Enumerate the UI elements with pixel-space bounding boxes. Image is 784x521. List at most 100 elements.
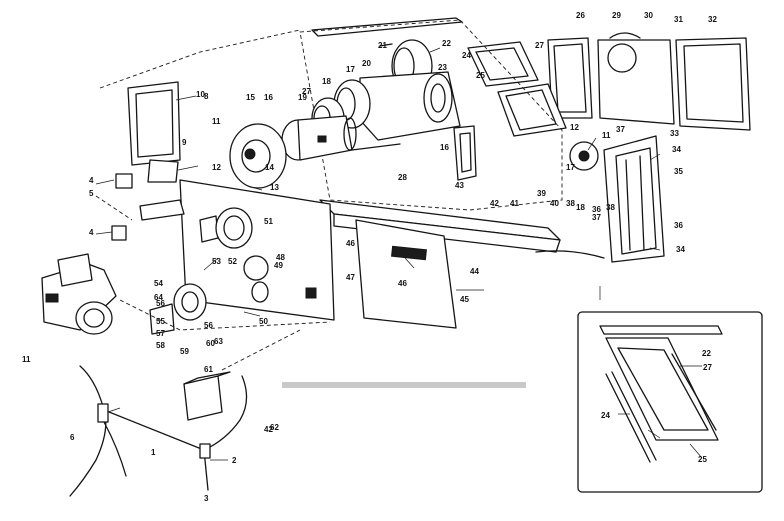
part-label-p39: 39 [537, 189, 546, 198]
front-panel [355, 219, 457, 329]
leader-lines [95, 47, 703, 461]
part-label-p12b: 12 [570, 123, 579, 132]
part-label-p56a: 56 [156, 299, 165, 308]
part-label-p60: 60 [206, 339, 215, 348]
part-label-p41: 41 [510, 199, 519, 208]
part-label-p54: 54 [154, 279, 163, 288]
part-label-p11b: 11 [602, 131, 611, 140]
part-label-p2: 2 [232, 456, 237, 465]
part-label-p37a: 37 [616, 125, 625, 134]
part-label-p27c: 27 [703, 363, 712, 372]
part-label-p29: 29 [612, 11, 621, 20]
top-cover-panel [311, 17, 463, 37]
part-label-p34b: 34 [676, 245, 685, 254]
part-label-p12a: 12 [212, 163, 221, 172]
part-label-p55: 55 [156, 317, 165, 326]
part-label-p58: 58 [156, 341, 165, 350]
burner-partition-panel [179, 179, 335, 321]
part-label-p56b: 56 [204, 321, 213, 330]
part-label-p64: 64 [154, 293, 163, 302]
part-label-p63: 63 [214, 337, 223, 346]
oil-burner-unit [41, 253, 117, 335]
part-label-p5: 5 [89, 189, 94, 198]
part-label-p37b: 37 [592, 213, 601, 222]
part-label-p16b: 16 [440, 143, 449, 152]
part-label-p18a: 18 [322, 77, 331, 86]
part-label-p42b: 42 [264, 425, 273, 434]
part-label-p1: 1 [151, 448, 156, 457]
part-label-p22b: 22 [702, 349, 711, 358]
part-label-p38a: 38 [566, 199, 575, 208]
part-label-p21: 21 [378, 41, 387, 50]
part-label-p46b: 46 [398, 279, 407, 288]
part-label-p59: 59 [180, 347, 189, 356]
part-label-p40: 40 [550, 199, 559, 208]
control-box [183, 371, 231, 421]
part-label-p36a: 36 [592, 205, 601, 214]
part-label-p19: 19 [298, 93, 307, 102]
part-label-p44: 44 [470, 267, 479, 276]
part-label-p4b: 4 [89, 228, 94, 237]
part-label-p6: 6 [70, 433, 75, 442]
part-label-p51: 51 [264, 217, 273, 226]
part-label-p61: 61 [204, 365, 213, 374]
part-label-p23: 23 [438, 63, 447, 72]
part-label-p14: 14 [265, 163, 274, 172]
part-label-p62: 62 [270, 423, 279, 432]
part-label-p45: 45 [460, 295, 469, 304]
part-label-p47: 47 [346, 273, 355, 282]
part-label-p24b: 24 [601, 411, 610, 420]
part-label-p15: 15 [246, 93, 255, 102]
part-label-p48: 48 [276, 253, 285, 262]
part-label-p57: 57 [156, 329, 165, 338]
blower-motor [281, 115, 401, 161]
part-label-p16a: 16 [264, 93, 273, 102]
blower-bracket [453, 125, 477, 181]
wiring-harness [69, 365, 248, 497]
part-label-p36b: 36 [674, 221, 683, 230]
part-label-p31: 31 [674, 15, 683, 24]
part-label-p26: 26 [576, 11, 585, 20]
part-label-p35: 35 [674, 167, 683, 176]
part-label-p9: 9 [182, 138, 187, 147]
part-label-p24a: 24 [462, 51, 471, 60]
burner-tube-assembly [149, 281, 269, 335]
access-door-frame-left [127, 81, 181, 166]
part-label-p52: 52 [228, 257, 237, 266]
dashed-connection-3 [95, 195, 133, 221]
cabinet-outline [299, 19, 563, 211]
part-label-p38b: 38 [606, 203, 615, 212]
part-label-p50: 50 [259, 317, 268, 326]
part-label-p53: 53 [212, 257, 221, 266]
part-label-p43: 43 [455, 181, 464, 190]
part-label-p17a: 17 [346, 65, 355, 74]
part-label-p17b: 17 [566, 163, 575, 172]
part-label-p22a: 22 [442, 39, 451, 48]
dashed-connection-4 [99, 29, 301, 89]
base-rail [319, 199, 605, 259]
part-label-p32: 32 [708, 15, 717, 24]
part-label-p42a: 42 [490, 199, 499, 208]
blower-housing [359, 71, 461, 141]
part-label-p10: 10 [196, 90, 205, 99]
side-panel-32 [675, 37, 751, 131]
part-label-p33: 33 [670, 129, 679, 138]
dashed-connection-2 [221, 329, 301, 371]
part-label-p27b: 27 [535, 41, 544, 50]
part-label-p25b: 25 [698, 455, 707, 464]
part-label-p30: 30 [644, 11, 653, 20]
glass-panel-upper [467, 41, 539, 87]
relay-components [111, 159, 185, 241]
part-label-p11c: 11 [22, 355, 31, 364]
part-label-p46a: 46 [346, 239, 355, 248]
scan-noise-band [282, 382, 526, 388]
part-label-p18b: 18 [576, 203, 585, 212]
part-label-p8: 8 [204, 92, 209, 101]
part-label-p34a: 34 [672, 145, 681, 154]
side-panel-31 [597, 32, 675, 125]
part-label-p4a: 4 [89, 176, 94, 185]
part-label-p49: 49 [274, 261, 283, 270]
